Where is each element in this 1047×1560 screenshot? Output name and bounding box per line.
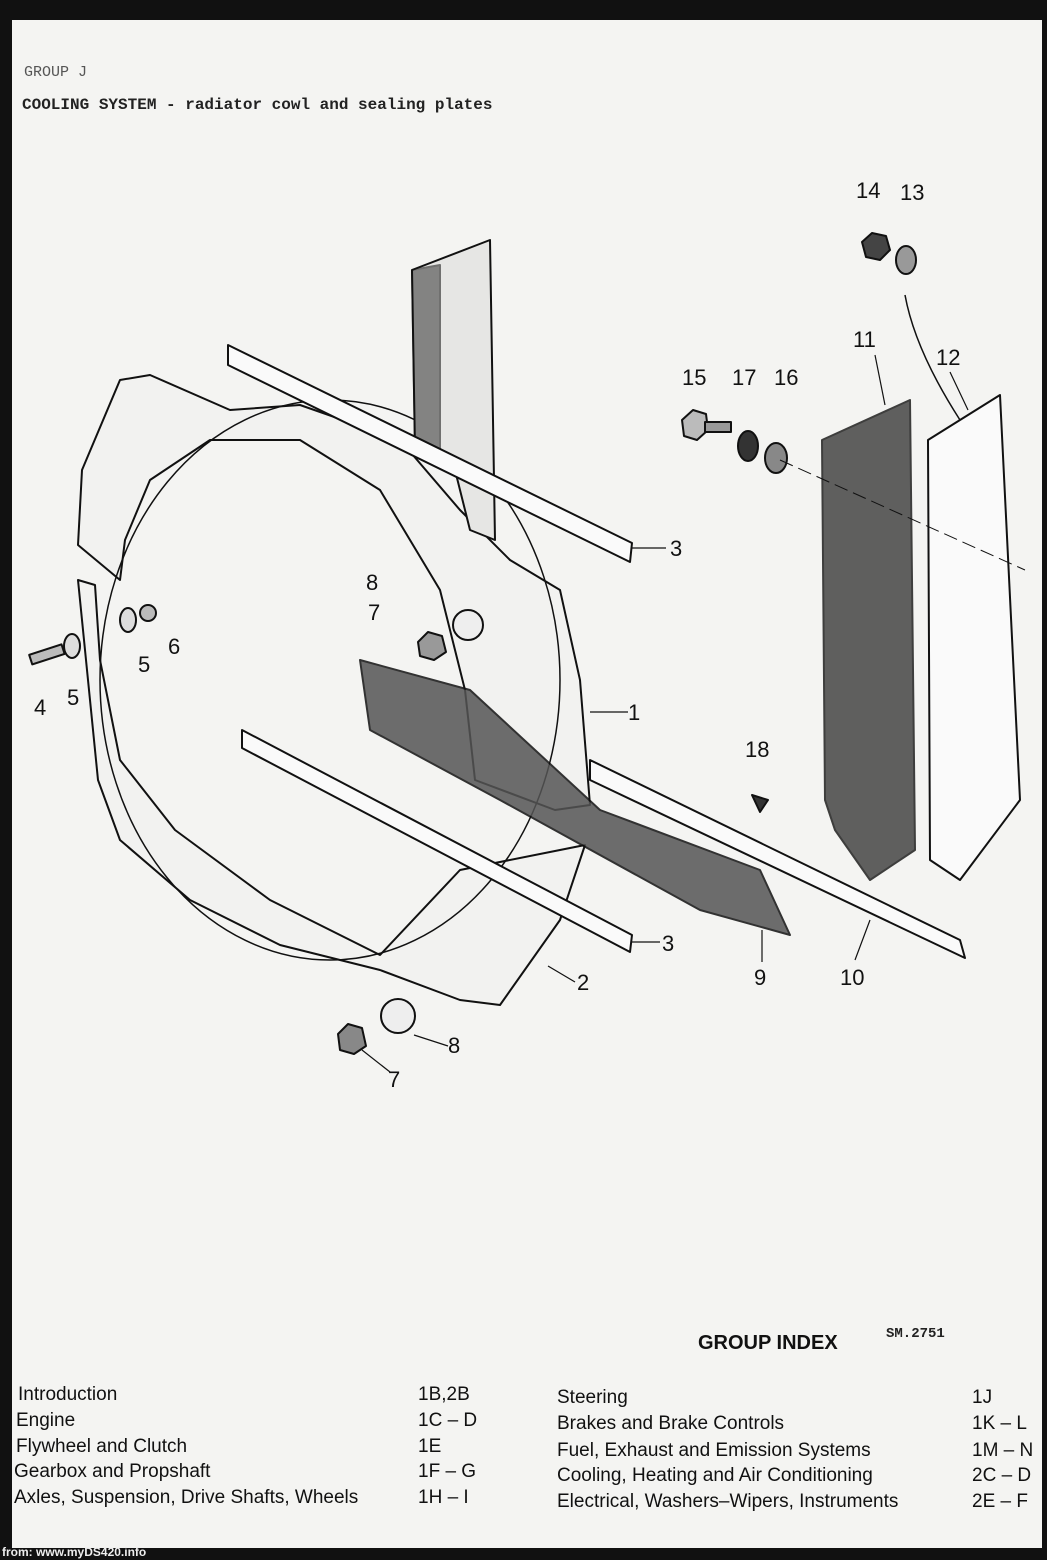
- index-code: 1H – I: [418, 1487, 469, 1508]
- callout-12: 12: [936, 345, 960, 370]
- callout-3-lower: 3: [662, 931, 674, 956]
- nut-7-lower: [337, 1023, 367, 1055]
- index-code: 2C – D: [972, 1465, 1032, 1486]
- index-code: 1J: [972, 1387, 993, 1408]
- callout-13: 13: [900, 180, 924, 205]
- callout-10: 10: [840, 965, 864, 990]
- callout-6: 6: [168, 634, 180, 659]
- callout-15: 15: [682, 365, 706, 390]
- callout-8-upper: 8: [366, 570, 378, 595]
- callout-17: 17: [732, 365, 756, 390]
- plate-11: [821, 399, 916, 881]
- source-footer: from: www.myDS420.info: [2, 1545, 147, 1559]
- index-code: 2E – F: [972, 1491, 1028, 1512]
- strip-upper: [227, 344, 633, 563]
- callout-11: 11: [853, 327, 876, 352]
- index-row: Cooling, Heating and Air Conditioning: [557, 1463, 873, 1489]
- bolt-4: [28, 643, 66, 666]
- callout-7-upper: 7: [368, 600, 380, 625]
- nut-7-upper: [417, 631, 447, 661]
- nut-6: [139, 604, 157, 622]
- index-code: 1F – G: [418, 1461, 477, 1482]
- index-label: Steering: [557, 1387, 628, 1408]
- index-label: Axles, Suspension, Drive Shafts, Wheels: [14, 1487, 359, 1508]
- index-code: 1B,2B: [418, 1384, 470, 1405]
- index-row: Engine: [16, 1408, 75, 1434]
- washer-5-left: [63, 633, 81, 659]
- lower-cowl-part: [77, 579, 586, 1006]
- index-row: Gearbox and Propshaft: [14, 1459, 210, 1485]
- nut-14: [861, 232, 891, 261]
- index-code: 1M – N: [972, 1440, 1034, 1461]
- callout-3-upper: 3: [670, 536, 682, 561]
- washer-13: [895, 245, 917, 275]
- index-row: Steering: [557, 1385, 628, 1411]
- index-label: Fuel, Exhaust and Emission Systems: [557, 1440, 871, 1461]
- index-code: 1E: [418, 1436, 442, 1457]
- diagram-reference: SM.2751: [886, 1326, 945, 1342]
- index-code: 1K – L: [972, 1413, 1027, 1434]
- index-row: Axles, Suspension, Drive Shafts, Wheels: [14, 1485, 358, 1511]
- callout-7-lower: 7: [388, 1067, 400, 1092]
- index-label: Engine: [16, 1410, 76, 1431]
- washer-8-upper: [452, 609, 484, 641]
- index-row: Brakes and Brake Controls: [557, 1411, 784, 1437]
- callout-9: 9: [754, 965, 766, 990]
- index-row: Electrical, Washers–Wipers, Instruments: [557, 1489, 898, 1515]
- callout-5-left: 5: [67, 685, 79, 710]
- index-code: 1C – D: [418, 1410, 478, 1431]
- index-row: Fuel, Exhaust and Emission Systems: [557, 1438, 871, 1464]
- washer-16: [764, 442, 788, 474]
- callout-16: 16: [774, 365, 798, 390]
- screw-18: [751, 794, 769, 813]
- washer-5-right: [119, 607, 137, 633]
- section-title: COOLING SYSTEM - radiator cowl and seali…: [22, 96, 493, 114]
- plate-12: [927, 394, 1021, 881]
- callout-4: 4: [34, 695, 46, 720]
- index-row: Introduction: [18, 1382, 117, 1408]
- index-row: Flywheel and Clutch: [16, 1434, 187, 1460]
- callout-8-lower: 8: [448, 1033, 460, 1058]
- washer-8-lower: [380, 998, 416, 1034]
- callout-14: 14: [856, 178, 880, 203]
- index-label: Brakes and Brake Controls: [557, 1413, 785, 1434]
- index-label: Electrical, Washers–Wipers, Instruments: [557, 1491, 899, 1512]
- group-index-title: GROUP INDEX: [698, 1332, 838, 1354]
- strip-lower: [241, 729, 633, 953]
- callout-18: 18: [745, 737, 769, 762]
- washer-17: [737, 430, 759, 462]
- index-label: Gearbox and Propshaft: [14, 1461, 211, 1482]
- strip-10: [589, 759, 966, 959]
- index-label: Introduction: [18, 1384, 118, 1405]
- callout-5-right: 5: [138, 652, 150, 677]
- group-label: GROUP J: [24, 64, 88, 81]
- index-label: Flywheel and Clutch: [16, 1436, 188, 1457]
- callout-2: 2: [577, 970, 589, 995]
- callout-1: 1: [628, 700, 640, 725]
- seal-9: [359, 659, 791, 936]
- index-label: Cooling, Heating and Air Conditioning: [557, 1465, 873, 1486]
